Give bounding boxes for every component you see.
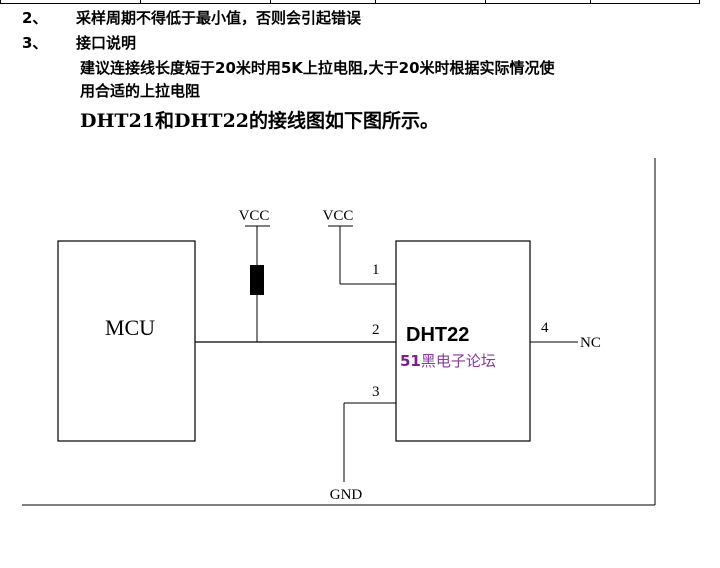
vcc-right-label: VCC (323, 208, 354, 224)
figure-caption: DHT21和DHT22的接线图如下图所示。 (80, 110, 440, 132)
watermark: 51黑电子论坛 (400, 352, 496, 370)
table-bottom-edge (0, 0, 700, 4)
pin-3-label: 3 (372, 384, 380, 400)
chip-name: DHT22 (406, 324, 469, 346)
pin-1-label: 1 (372, 262, 380, 278)
item-3-title: 接口说明 (76, 34, 137, 52)
pin-4-label: 4 (541, 320, 549, 336)
vcc-left-label: VCC (239, 208, 270, 224)
watermark-prefix: 51 (400, 352, 421, 370)
item-3-body-line-2: 用合适的上拉电阻 (80, 82, 201, 100)
mcu-label: MCU (105, 315, 155, 340)
item-2-number: 2、 (22, 9, 48, 27)
item-3-number: 3、 (22, 34, 48, 52)
dht22-box (395, 240, 531, 442)
table-cell-border (590, 0, 591, 4)
mcu-box (57, 240, 196, 442)
table-cell-border (270, 0, 271, 4)
pullup-resistor (250, 265, 264, 295)
table-cell-border (485, 0, 486, 4)
item-2-text: 采样周期不得低于最小值，否则会引起错误 (76, 9, 362, 27)
item-3-body-line-1: 建议连接线长度短于20米时用5K上拉电阻,大于20米时根据实际情况使 (80, 59, 555, 77)
table-cell-border (0, 0, 1, 4)
watermark-text: 黑电子论坛 (421, 352, 496, 370)
pin-2-label: 2 (372, 322, 380, 338)
table-cell-border (140, 0, 141, 4)
gnd-label: GND (330, 487, 363, 503)
table-cell-border (375, 0, 376, 4)
nc-label: NC (580, 335, 601, 351)
table-cell-border (699, 0, 700, 4)
